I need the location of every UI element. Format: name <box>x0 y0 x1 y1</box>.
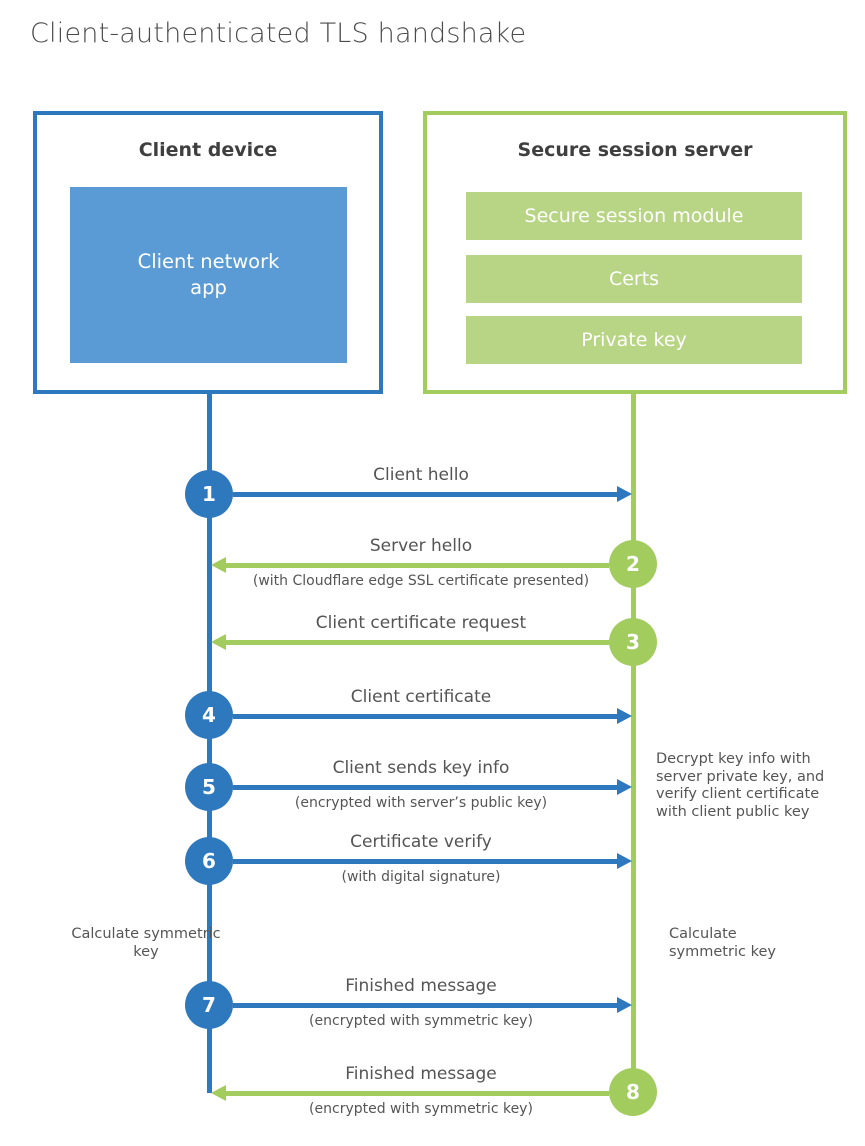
server-module-private-key: Private key <box>466 316 802 364</box>
step-4-arrow <box>233 714 617 719</box>
step-8-arrow <box>226 1091 609 1096</box>
step-6-sublabel: (with digital signature) <box>341 869 501 885</box>
step-5-sublabel: (encrypted with server’s public key) <box>294 795 548 811</box>
server-module-secure-session: Secure session module <box>466 192 802 240</box>
arrow-left-icon <box>211 1085 226 1101</box>
server-module-certs: Certs <box>466 255 802 303</box>
arrow-left-icon <box>211 634 226 650</box>
server-lifeline <box>631 394 636 1092</box>
step-7-badge: 7 <box>185 981 233 1029</box>
step-4-label: Client certificate <box>350 687 492 707</box>
arrow-right-icon <box>617 486 632 502</box>
page-title: Client-authenticated TLS handshake <box>30 18 527 49</box>
step-1-arrow <box>233 492 617 497</box>
secure-session-server-box: Secure session server Secure session mod… <box>423 111 847 394</box>
step-7-label: Finished message <box>345 976 497 996</box>
step-1-badge: 1 <box>185 470 233 518</box>
client-device-box: Client device Client network app <box>33 111 383 394</box>
client-network-app-label: Client network app <box>137 250 280 299</box>
step-2-sublabel: (with Cloudflare edge SSL certificate pr… <box>252 573 590 589</box>
step-4-badge: 4 <box>185 691 233 739</box>
step-6-badge: 6 <box>185 837 233 885</box>
client-network-app-block: Client network app <box>70 187 347 363</box>
client-device-title: Client device <box>138 139 278 161</box>
step-8-sublabel: (encrypted with symmetric key) <box>309 1101 533 1117</box>
step-3-badge: 3 <box>609 618 657 666</box>
step-7-sublabel: (encrypted with symmetric key) <box>309 1013 533 1029</box>
client-lifeline <box>207 394 212 1093</box>
step-8-label: Finished message <box>345 1064 497 1084</box>
arrow-right-icon <box>617 779 632 795</box>
step-6-arrow <box>233 859 617 864</box>
step-2-badge: 2 <box>609 540 657 588</box>
server-calculate-note: Calculate symmetric key <box>669 926 776 960</box>
step-5-arrow <box>233 785 617 790</box>
secure-session-server-title: Secure session server <box>517 139 753 161</box>
step-1-label: Client hello <box>373 465 469 485</box>
arrow-right-icon <box>617 708 632 724</box>
server-decrypt-note: Decrypt key info with server private key… <box>656 751 825 820</box>
step-2-arrow <box>226 563 609 568</box>
step-5-badge: 5 <box>185 763 233 811</box>
step-7-arrow <box>233 1003 617 1008</box>
step-8-badge: 8 <box>609 1068 657 1116</box>
arrow-right-icon <box>617 997 632 1013</box>
step-6-label: Certificate verify <box>350 832 492 852</box>
step-3-label: Client certificate request <box>315 613 527 633</box>
step-5-label: Client sends key info <box>332 758 510 778</box>
step-2-label: Server hello <box>369 536 473 556</box>
arrow-right-icon <box>617 853 632 869</box>
client-calculate-note: Calculate symmetric key <box>71 926 221 960</box>
arrow-left-icon <box>211 557 226 573</box>
step-3-arrow <box>226 640 609 645</box>
